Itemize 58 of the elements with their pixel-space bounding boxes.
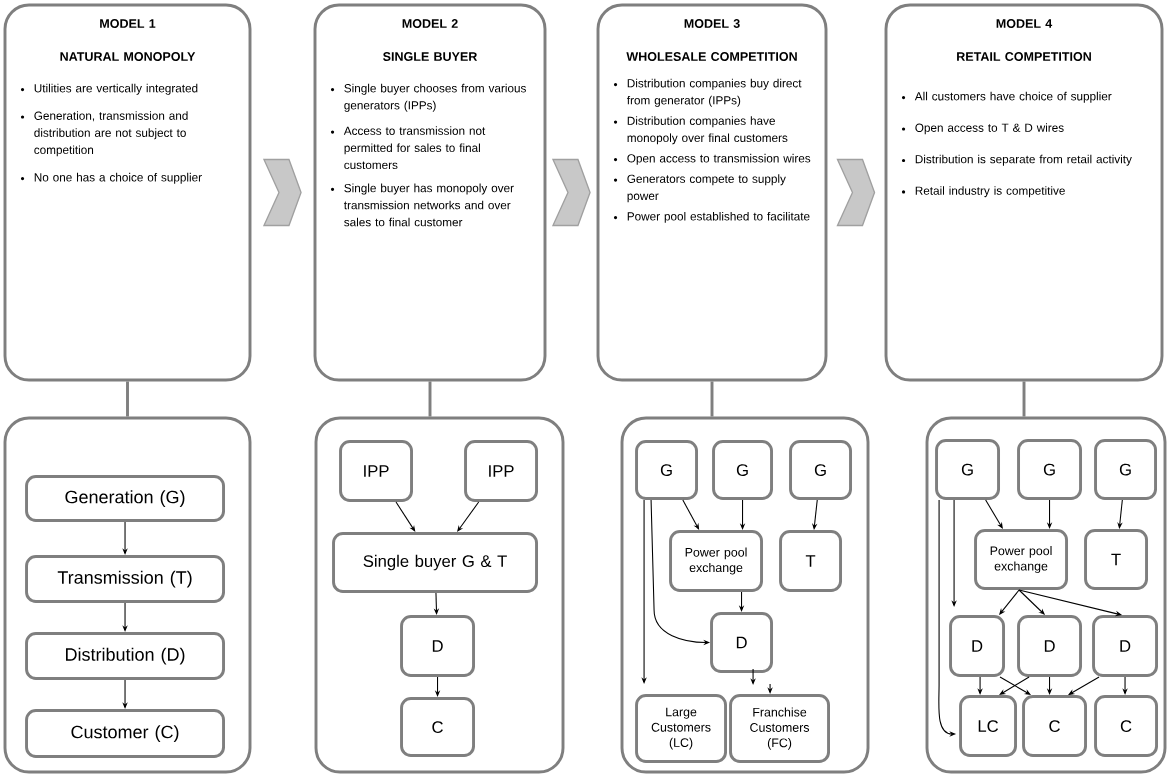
process-box: G — [1094, 439, 1157, 500]
heading: MODEL 4 — [996, 19, 1053, 28]
heading: WHOLESALE COMPETITION — [626, 52, 797, 61]
bullet-item: Generation, transmission and distribution are not subject to competition — [20, 111, 188, 157]
bullet-item: Generators compete to supply power — [613, 174, 786, 203]
process-box: Power pool exchange — [974, 529, 1068, 590]
connector-line — [1022, 381, 1026, 417]
process-box: Customer (C) — [25, 709, 225, 758]
bullet-item: Utilities are vertically integrated — [20, 83, 198, 95]
heading: SINGLE BUYER — [383, 52, 478, 61]
bullet-item: Distribution companies have monopoly over final customers — [613, 116, 788, 145]
process-box: LC — [959, 695, 1017, 757]
bullet-item: Single buyer chooses from various generators (IPPs) — [330, 83, 526, 112]
process-box: T — [1084, 529, 1148, 590]
process-box: IPP — [339, 440, 413, 502]
process-box: D — [949, 615, 1005, 677]
process-box: G — [635, 440, 698, 500]
heading: MODEL 2 — [402, 19, 458, 28]
process-box: Power pool exchange — [669, 530, 763, 592]
process-box: Transmission (T) — [25, 555, 225, 603]
chevron-arrow — [836, 158, 876, 227]
process-box: D — [400, 615, 475, 677]
bullet-item: Single buyer has monopoly over transmission networks and over sales to final customer — [330, 183, 514, 227]
bullet-item: Distribution companies buy direct from generator (IPPs) — [613, 78, 802, 107]
bullet-item: Access to transmission not permitted for sales to final customers — [330, 126, 486, 170]
process-box: Generation (G) — [25, 475, 225, 522]
heading: NATURAL MONOPOLY — [60, 52, 196, 61]
bullet-item: Retail industry is competitive — [901, 186, 1065, 198]
bullet-item: Power pool established to facilitate — [613, 211, 810, 223]
process-box: Franchise Customers (FC) — [729, 694, 830, 763]
bullet-item: Open access to transmission wires — [613, 153, 811, 165]
bullet-item: Open access to T & D wires — [901, 123, 1064, 135]
bullet-item: No one has a choice of supplier — [20, 172, 202, 184]
process-box: IPP — [464, 440, 538, 502]
heading: MODEL 1 — [100, 19, 156, 28]
process-box: Large Customers (LC) — [635, 694, 727, 763]
heading: MODEL 3 — [684, 19, 740, 28]
process-box: G — [1017, 439, 1082, 500]
bullet-item: Distribution is separate from retail activity — [901, 154, 1132, 166]
process-box: D — [1017, 615, 1082, 677]
process-box: Distribution (D) — [25, 632, 225, 680]
heading: RETAIL COMPETITION — [957, 52, 1091, 61]
process-box: D — [710, 612, 773, 673]
connector-line — [428, 381, 432, 417]
process-box: D — [1092, 615, 1158, 677]
process-box: T — [779, 530, 842, 592]
process-box: G — [789, 440, 852, 500]
process-box: C — [400, 697, 475, 757]
process-box: Single buyer G & T — [332, 532, 538, 593]
process-box: C — [1022, 695, 1087, 757]
process-box: G — [935, 439, 1000, 500]
chevron-arrow — [551, 158, 591, 227]
process-box: G — [712, 440, 773, 500]
connector-line — [710, 381, 714, 417]
bullet-item: All customers have choice of supplier — [901, 91, 1112, 103]
process-box: C — [1094, 695, 1158, 757]
chevron-arrow — [262, 158, 302, 227]
connector-line — [126, 381, 129, 417]
